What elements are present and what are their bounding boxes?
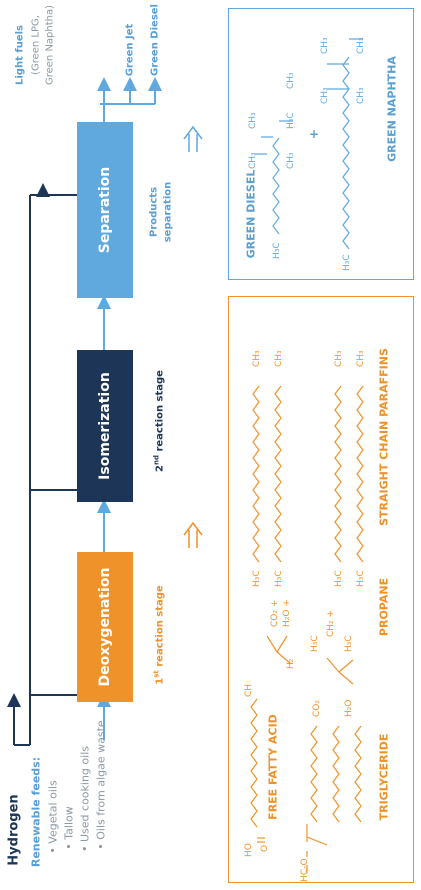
output-green-diesel: Green Diesel — [149, 4, 161, 76]
hydrogen-label: Hydrogen — [6, 794, 22, 866]
label-triglyceride: TRIGLYCERIDE — [377, 733, 391, 821]
deoxygenation-box: Deoxygenation — [77, 552, 133, 702]
svg-text:CH₃: CH₃ — [248, 112, 258, 129]
svg-text:H₂O: H₂O — [344, 700, 354, 717]
svg-text:H₃C: H₃C — [252, 570, 262, 587]
feed-item: • Used cooking oils — [78, 746, 92, 852]
svg-text:H₃C: H₃C — [342, 254, 352, 271]
svg-text:H₂O +: H₂O + — [282, 599, 292, 627]
svg-text:CH₂ +: CH₂ + — [326, 610, 336, 637]
feed-item: • Vegetal oils — [46, 780, 60, 854]
output-light-fuels-detail-1: (Green LPG, — [30, 15, 42, 75]
svg-text:CH₃: CH₃ — [356, 87, 366, 104]
svg-text:CH₃: CH₃ — [252, 350, 262, 367]
svg-text:H₃C: H₃C — [310, 635, 320, 652]
svg-text:CH₃: CH₃ — [320, 87, 330, 104]
stage-1-label: 1st reaction stage — [152, 585, 166, 685]
deoxygenation-chemistry-panel: HO O CH CO₂ + H₂O + H₂ CO₂ H₂O H₃C CH₂ +… — [228, 296, 414, 883]
svg-text:H₂: H₂ — [286, 658, 296, 669]
svg-text:H₃C: H₃C — [356, 570, 366, 587]
svg-text:H₃C: H₃C — [272, 242, 282, 259]
label-straight-chain-paraffins: STRAIGHT CHAIN PARAFFINS — [377, 348, 391, 526]
svg-text:CH₃: CH₃ — [286, 72, 296, 89]
svg-text:CH₃: CH₃ — [356, 37, 366, 54]
svg-text:HO: HO — [244, 843, 254, 857]
output-green-jet: Green Jet — [124, 23, 136, 77]
svg-text:CH₃: CH₃ — [356, 350, 366, 367]
svg-text:CH₃: CH₃ — [274, 350, 284, 367]
svg-text:H₃C: H₃C — [344, 635, 354, 652]
stage-3-label-line2: separation — [162, 181, 174, 243]
output-light-fuels: Light fuels — [14, 25, 26, 85]
orange-panel-structures: HO O CH CO₂ + H₂O + H₂ CO₂ H₂O H₃C CH₂ +… — [244, 350, 366, 882]
isomerization-label: Isomerization — [97, 372, 113, 480]
separation-box: Separation — [77, 122, 133, 298]
isomerization-box: Isomerization — [77, 350, 133, 502]
blue-panel-structures: H₃C CH₃ CH₃ CH₃ H₃C CH₃ H₃C CH₃ CH₃ CH₃ … — [248, 37, 366, 271]
products-chemistry-panel: H₃C CH₃ CH₃ CH₃ H₃C CH₃ H₃C CH₃ CH₃ CH₃ … — [228, 8, 414, 280]
svg-text:H₃C: H₃C — [274, 570, 284, 587]
stage-2-label: 2nd reaction stage — [152, 370, 166, 472]
label-propane: PROPANE — [377, 577, 391, 637]
svg-text:CH₃: CH₃ — [334, 350, 344, 367]
svg-text:H₃C: H₃C — [334, 570, 344, 587]
label-green-diesel: GREEN DIESEL — [244, 169, 258, 259]
svg-text:CH₃: CH₃ — [248, 152, 258, 169]
feed-item: • Oils from algae waste — [94, 720, 108, 850]
svg-text:H₃C: H₃C — [286, 112, 296, 129]
separation-label: Separation — [97, 166, 113, 254]
output-light-fuels-detail-2: Green Naphtha) — [44, 4, 56, 86]
feed-item: • Tallow — [62, 806, 76, 850]
svg-text:CO₂ +: CO₂ + — [270, 600, 280, 627]
label-green-naphtha: GREEN NAPHTHA — [385, 56, 399, 162]
label-free-fatty-acid: FREE FATTY ACID — [266, 714, 280, 820]
plus-sign: + — [309, 127, 320, 141]
feeds-title: Renewable feeds: — [29, 756, 43, 868]
svg-text:CH: CH — [244, 684, 254, 697]
deoxygenation-label: Deoxygenation — [97, 567, 113, 687]
stage-3-label-line1: Products — [148, 186, 160, 238]
svg-text:CH₃: CH₃ — [320, 37, 330, 54]
svg-text:CH₃: CH₃ — [286, 152, 296, 169]
svg-text:HC-O: HC-O — [300, 858, 310, 882]
svg-text:CO₂: CO₂ — [312, 700, 322, 717]
svg-text:O: O — [260, 845, 270, 852]
